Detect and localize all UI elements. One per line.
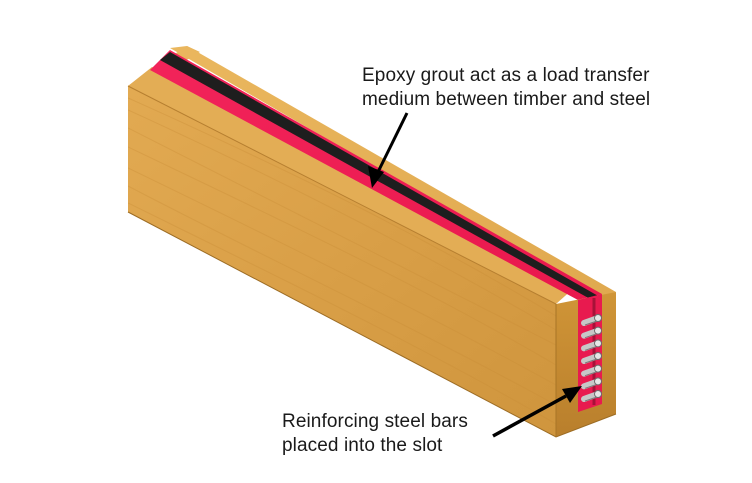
steel-bars-callout: Reinforcing steel bars placed into the s…: [282, 410, 468, 458]
steel-bar: [581, 377, 602, 390]
epoxy-arrow-head: [368, 166, 384, 188]
front-top-edge: [127, 85, 557, 305]
bars-arrow-head: [562, 386, 582, 403]
steel-bar: [581, 352, 602, 364]
bars-arrow-shaft: [492, 394, 567, 438]
steel-bar: [581, 390, 602, 402]
beam-front-face: [128, 86, 556, 437]
epoxy-callout-line-2: medium between timber and steel: [362, 89, 651, 110]
steel-bar: [581, 314, 602, 326]
epoxy-grout-callout: Epoxy grout act as a load transfer mediu…: [362, 64, 650, 112]
epoxy-callout-line-1: Epoxy grout act as a load transfer: [362, 65, 650, 86]
reinforcing-steel-bars: [581, 314, 602, 402]
bars-callout-line-2: placed into the slot: [282, 435, 443, 456]
steel-bar: [581, 339, 602, 352]
beam-top-face-right: [170, 46, 616, 297]
steel-bar: [581, 326, 602, 339]
beam-top-face-left-main: [128, 67, 574, 304]
bars-callout-line-1: Reinforcing steel bars: [282, 411, 468, 432]
wood-grain: [128, 97, 556, 425]
epoxy-arrow-shaft: [376, 112, 409, 173]
steel-bar: [581, 364, 602, 377]
